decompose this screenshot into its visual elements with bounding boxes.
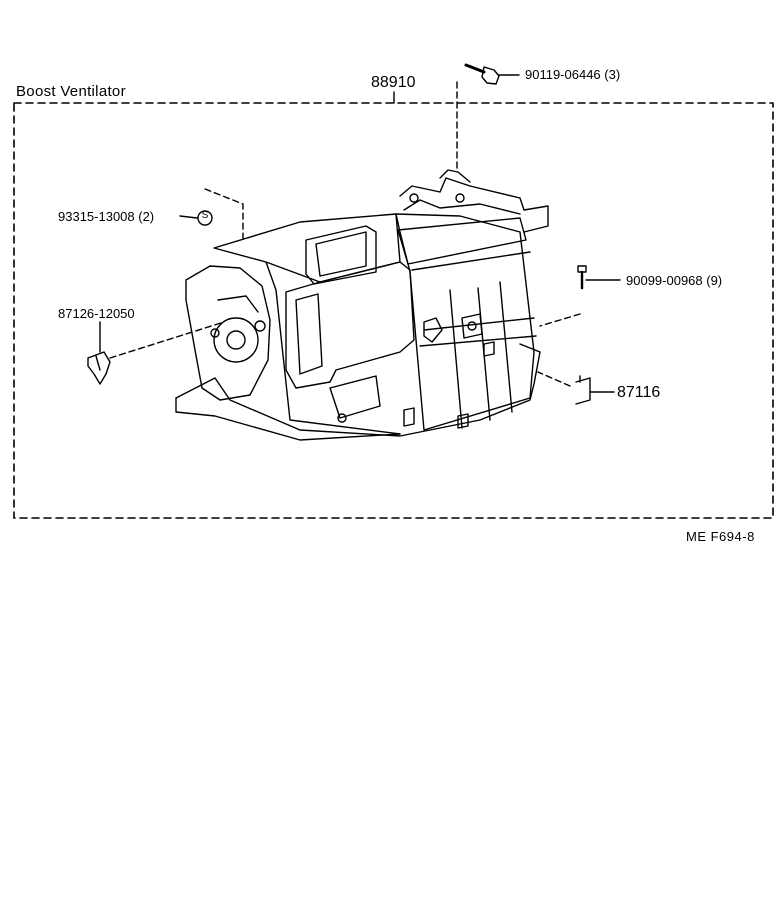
clip-leader (109, 321, 225, 359)
seal-symbol: S (201, 210, 209, 221)
bracket-part-number: 87116 (617, 384, 661, 401)
seal-leader (204, 188, 244, 241)
screw-part-number: 90099-00968 (9) (626, 273, 723, 288)
diagram-title: Boost Ventilator (16, 83, 126, 100)
screw-icon (577, 265, 621, 290)
clip-part-number: 87126-12050 (58, 306, 135, 321)
assembly-boundary (13, 102, 774, 519)
bolt-icon (464, 63, 520, 85)
main-part-number: 88910 (371, 74, 416, 91)
seal-part-number: 93315-13008 (2) (58, 209, 155, 224)
screw-leader (539, 313, 581, 327)
figure-code: ME F694-8 (686, 529, 755, 544)
bolt-part-number: 90119-06446 (3) (525, 67, 621, 82)
ventilator-housing (175, 169, 549, 441)
bracket-leader (537, 371, 571, 387)
bracket-icon (575, 375, 591, 405)
seal-leader-solid (179, 215, 198, 219)
clip-icon (87, 351, 111, 385)
seal-icon (197, 210, 213, 226)
